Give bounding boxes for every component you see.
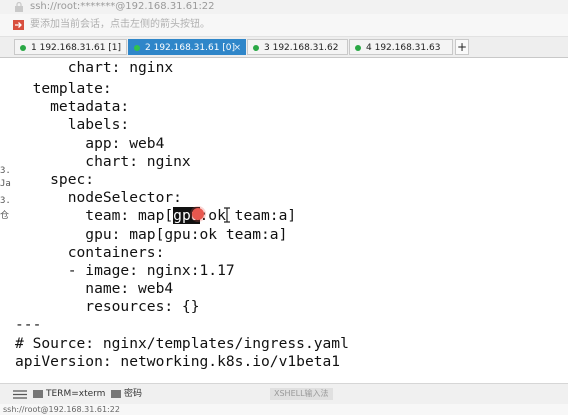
term-type-label[interactable]: TERM=xterm	[46, 389, 106, 399]
close-tab-icon[interactable]: ×	[233, 43, 241, 53]
encoding-label[interactable]: 密码	[124, 389, 143, 399]
connected-dot-icon	[20, 45, 26, 51]
terminal-line: spec:	[15, 171, 95, 188]
window-title-bar: ssh://root:*******@192.168.31.61:22	[0, 0, 568, 14]
connected-dot-icon	[134, 45, 140, 51]
edge-text: 仓	[0, 211, 10, 221]
terminal-line-selected: team: map[gpu:ok team:a]	[15, 206, 296, 226]
text-cursor-icon	[224, 207, 230, 223]
tab-session-2[interactable]: 2 192.168.31.61 [0] ×	[128, 39, 246, 55]
arrow-icon[interactable]	[13, 20, 24, 30]
lock-icon	[15, 2, 23, 12]
pointer-highlight-icon	[192, 208, 204, 220]
connection-bar: ssh://root@192.168.31.61:22	[0, 404, 568, 415]
terminal-line: chart: nginx	[15, 59, 174, 76]
connected-dot-icon	[355, 45, 361, 51]
window-title: ssh://root:*******@192.168.31.61:22	[30, 1, 215, 12]
edge-text: Ja	[0, 179, 11, 189]
tab-label: 2 192.168.31.61 [0]	[145, 43, 236, 53]
terminal-line: nodeSelector:	[15, 189, 182, 206]
terminal-line: labels:	[15, 116, 130, 133]
line-text-after: :ok team:a]	[199, 207, 297, 224]
tab-label: 4 192.168.31.63	[366, 43, 441, 53]
session-tab-bar: 1 192.168.31.61 [1] 2 192.168.31.61 [0] …	[0, 37, 568, 58]
edge-text: 3.	[0, 166, 11, 176]
terminal-line: # Source: nginx/templates/ingress.yaml	[15, 335, 349, 352]
connection-text: ssh://root@192.168.31.61:22	[3, 405, 120, 414]
terminal-icon	[33, 390, 43, 398]
connected-dot-icon	[253, 45, 259, 51]
terminal-line: - image: nginx:1.17	[15, 262, 235, 279]
terminal-line: name: web4	[15, 280, 174, 297]
terminal-line: chart: nginx	[15, 153, 191, 170]
terminal-line: apiVersion: networking.k8s.io/v1beta1	[15, 353, 341, 370]
tab-session-3[interactable]: 3 192.168.31.62	[247, 39, 348, 55]
terminal-output[interactable]: 3. Ja 3. 仓 chart: nginx template: metada…	[0, 58, 568, 382]
edge-text: 3.	[0, 196, 11, 206]
terminal-line: containers:	[15, 244, 165, 261]
line-text-before: team: map[	[15, 207, 174, 224]
tab-session-1[interactable]: 1 192.168.31.61 [1]	[14, 39, 127, 55]
menu-icon[interactable]	[13, 390, 27, 399]
terminal-line: ---	[15, 316, 42, 333]
tab-session-4[interactable]: 4 192.168.31.63	[349, 39, 453, 55]
tab-label: 3 192.168.31.62	[264, 43, 339, 53]
terminal-line: template:	[15, 80, 112, 97]
session-hint-text: 要添加当前会话，点击左侧的箭头按钮。	[30, 19, 210, 30]
keyboard-icon	[111, 390, 121, 398]
terminal-line: metadata:	[15, 98, 130, 115]
session-hint-bar: 要添加当前会话，点击左侧的箭头按钮。	[0, 14, 568, 37]
terminal-line: gpu: map[gpu:ok team:a]	[15, 226, 288, 243]
tab-label: 1 192.168.31.61 [1]	[31, 43, 122, 53]
terminal-line: resources: {}	[15, 298, 200, 315]
terminal-line: app: web4	[15, 135, 165, 152]
ime-indicator: XSHELL输入法	[270, 388, 333, 400]
status-bar: TERM=xterm 密码 XSHELL输入法	[0, 383, 568, 404]
add-tab-button[interactable]: +	[455, 39, 469, 55]
